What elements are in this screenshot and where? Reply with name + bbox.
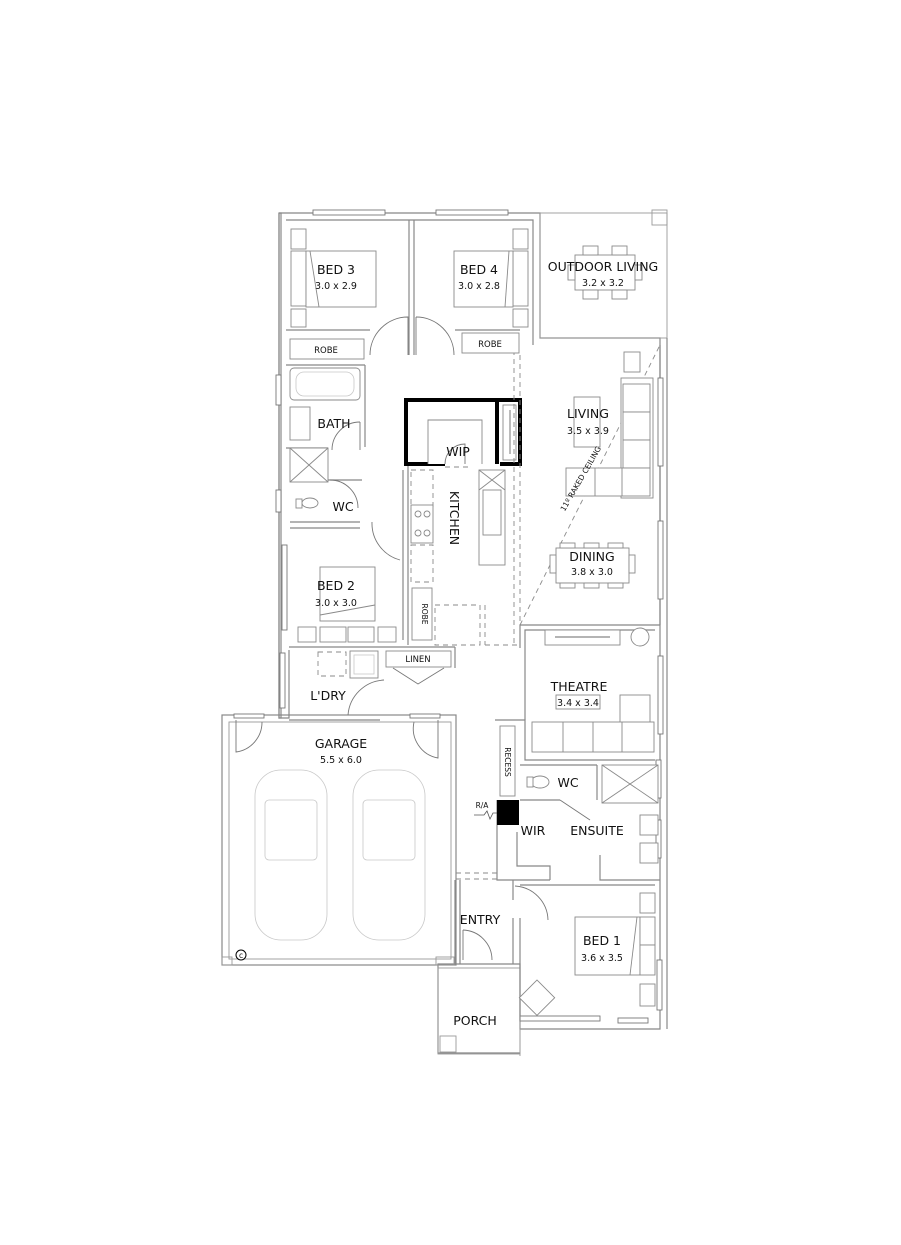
windows xyxy=(233,209,664,1024)
porch-label: PORCH xyxy=(453,1013,497,1028)
ensuite-label: ENSUITE xyxy=(570,823,624,838)
wir-label: WIR xyxy=(521,823,546,838)
furniture: c xyxy=(235,228,659,1017)
exterior-walls xyxy=(221,209,668,1056)
return-air-line xyxy=(474,810,497,820)
garage-c-symbol xyxy=(235,949,247,961)
garage-label: GARAGE xyxy=(315,736,367,751)
theatre-label: THEATRE xyxy=(550,679,608,694)
wc-ensuite-label: WC xyxy=(557,775,578,790)
wip-pantry-walls xyxy=(404,398,522,468)
living-label: LIVING xyxy=(567,406,609,421)
laundry-label: L'DRY xyxy=(310,688,346,703)
wip-label: WIP xyxy=(446,444,470,459)
theatre-dims: 3.4 x 3.4 xyxy=(557,698,599,709)
kitchen-label: KITCHEN xyxy=(447,491,462,545)
bed1-dims: 3.6 x 3.5 xyxy=(581,953,623,964)
bed2-label: BED 2 xyxy=(317,578,355,593)
dining-label: DINING xyxy=(569,549,614,564)
robe-bed4-label: ROBE xyxy=(478,340,502,350)
outdoor-living-label: OUTDOOR LIVING xyxy=(548,259,659,274)
bed2-dims: 3.0 x 3.0 xyxy=(315,598,357,609)
bed3-dims: 3.0 x 2.9 xyxy=(315,281,357,292)
robe-bed3-label: ROBE xyxy=(314,346,338,356)
robe-bed2-label: ROBE xyxy=(420,604,429,625)
return-air-block xyxy=(497,800,519,825)
living-dims: 3.5 x 3.9 xyxy=(567,426,609,437)
recess-label: RECESS xyxy=(503,747,512,777)
outdoor-living-dims: 3.2 x 3.2 xyxy=(582,278,624,289)
wc-main-label: WC xyxy=(332,499,353,514)
entry-label: ENTRY xyxy=(460,912,501,927)
ra-label: R/A xyxy=(476,801,490,810)
linen-label: LINEN xyxy=(405,655,430,665)
dining-dims: 3.8 x 3.0 xyxy=(571,567,613,578)
garage-dims: 5.5 x 6.0 xyxy=(320,755,362,766)
bath-label: BATH xyxy=(317,416,350,431)
svg-text:c: c xyxy=(239,951,243,960)
doors xyxy=(235,316,591,961)
bed4-label: BED 4 xyxy=(460,262,498,277)
bed4-dims: 3.0 x 2.8 xyxy=(458,281,500,292)
bed3-label: BED 3 xyxy=(317,262,355,277)
bed1-label: BED 1 xyxy=(583,933,621,948)
